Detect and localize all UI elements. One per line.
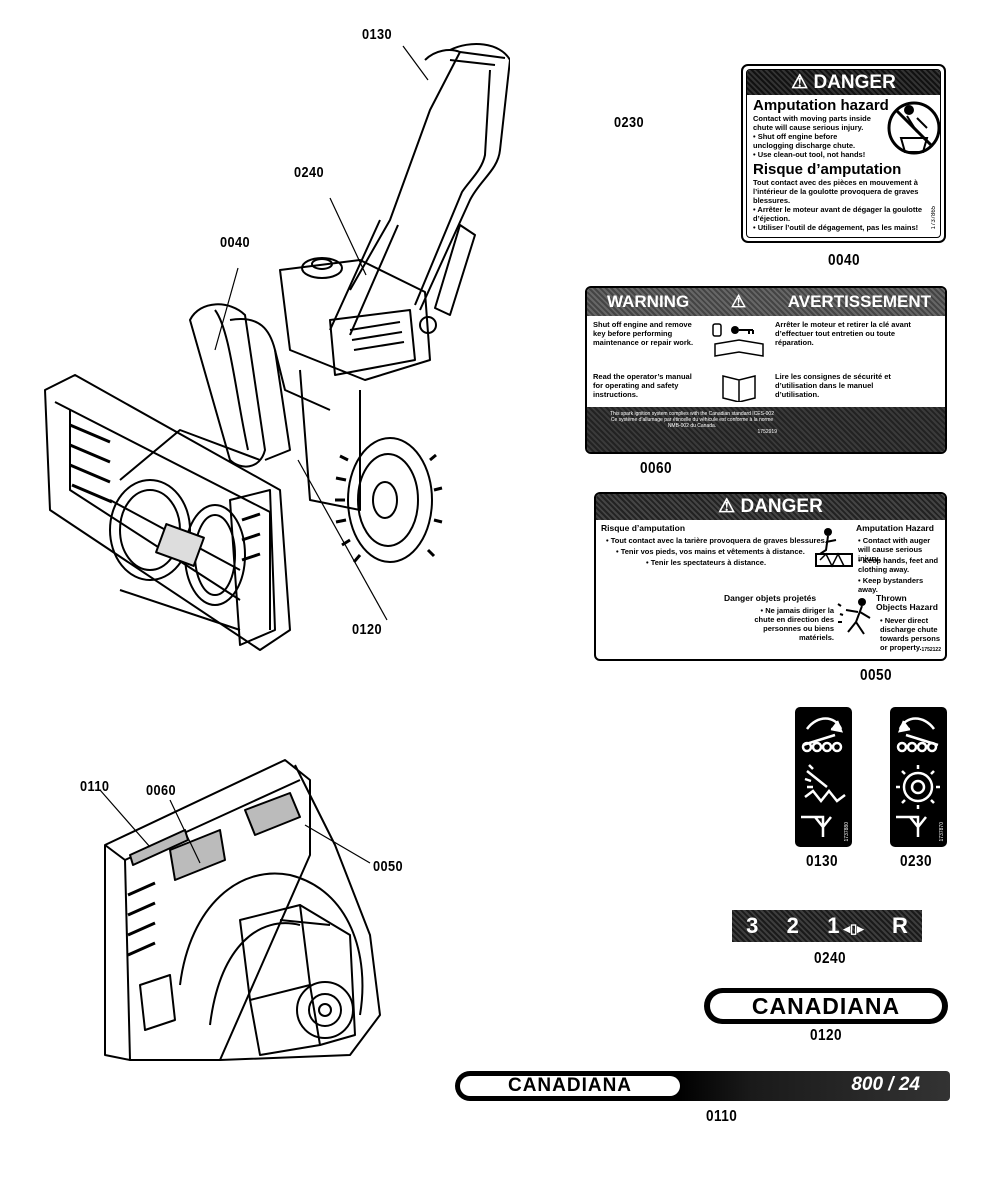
decal-0230: 1737870: [890, 707, 947, 847]
canadiana-decal-0120: CANADIANA: [704, 988, 948, 1024]
book-icon: [722, 375, 756, 402]
gear-decal-0240: 3 2 1◂▯▸ R: [732, 910, 922, 942]
callout-0130: 0130: [362, 26, 393, 43]
drive-engage-icon: [896, 717, 940, 837]
row1-en: Shut off engine and remove key before pe…: [593, 320, 694, 347]
text-fr-2: • Arrêter le moteur avant de dégager la …: [753, 205, 923, 223]
text-fr-1: Tout contact avec des pièces en mouvemen…: [753, 178, 919, 205]
fr2-1: • Ne jamais diriger la chute en directio…: [754, 606, 834, 642]
no-hands-icon: [887, 101, 940, 155]
title-en: Amputation hazard: [753, 97, 889, 114]
model-number: 800 / 24: [851, 1074, 920, 1095]
row1-fr: Arrêter le moteur et retirer la clé avan…: [775, 320, 911, 347]
gear-2: 2: [786, 913, 799, 938]
en-2: • Keep hands, feet and clothing away.: [858, 556, 939, 574]
en-title: Amputation Hazard: [856, 523, 934, 533]
callout-0230: 0230: [614, 114, 645, 131]
auger-engage-icon: [801, 717, 846, 837]
caption-0040: 0040: [828, 252, 860, 269]
fr-3: • Tenir les spectateurs à distance.: [646, 558, 767, 567]
callout-0120: 0120: [352, 621, 383, 638]
label-code: 1752122: [921, 647, 941, 653]
gear-r: R: [891, 913, 908, 938]
warning-triangle-icon: ⚠: [730, 292, 747, 311]
fr-1: • Tout contact avec la tarière provoquer…: [606, 536, 827, 545]
danger-label-0040: ⚠ DANGER Amputation hazard Contact with …: [741, 64, 946, 243]
compliance-en: This spark ignition system complies with…: [610, 411, 774, 417]
caption-0050: 0050: [860, 667, 892, 684]
danger-label-0050: ⚠ DANGER Risque d’amputation • Tout cont…: [594, 492, 947, 661]
row2-en: Read the operator’s manual for operating…: [593, 372, 692, 399]
text-en-1: Contact with moving parts inside chute w…: [753, 114, 871, 132]
callout-0050: 0050: [373, 858, 404, 875]
text-fr-3: • Utiliser l’outil de dégagement, pas le…: [753, 223, 919, 232]
neutral-arrows-icon: ◂▯▸: [843, 921, 864, 936]
fr-2: • Tenir vos pieds, vos mains et vêtement…: [616, 547, 805, 556]
text-en-2: • Shut off engine before unclogging disc…: [753, 132, 856, 150]
gear-3: 3: [746, 913, 759, 938]
decal-0130: 1737880: [795, 707, 852, 847]
callout-0110: 0110: [80, 778, 110, 795]
warning-label-0060: WARNING ⚠ AVERTISSEMENT Shut off engine …: [585, 286, 947, 454]
en-3: • Keep bystanders away.: [858, 576, 924, 594]
thrown-objects-icon: [837, 598, 871, 635]
decal-code: 1737880: [844, 821, 850, 841]
compliance-fr: Ce système d’allumage par étincelle du v…: [610, 417, 774, 429]
caption-0110: 0110: [706, 1108, 738, 1125]
key-manual-icon: [712, 323, 764, 357]
en2-title: Thrown Objects Hazard: [876, 593, 938, 612]
label-code: 1737865: [931, 205, 937, 229]
fr-title: Risque d’amputation: [601, 523, 686, 533]
callout-0240: 0240: [294, 164, 325, 181]
en-1: • Contact with auger will cause serious …: [858, 536, 931, 563]
text-en-3: • Use clean-out tool, not hands!: [753, 150, 866, 159]
warning-header: WARNING ⚠ AVERTISSEMENT: [587, 288, 945, 316]
caption-0240: 0240: [814, 950, 846, 967]
snowblower-illustration: [44, 43, 510, 651]
title-fr: Risque d’amputation: [753, 161, 902, 178]
canadiana-strip-0110: CANADIANA 800 / 24: [455, 1071, 950, 1101]
auger-hazard-icon: [815, 528, 853, 568]
danger-header: ⚠ DANGER: [596, 494, 945, 520]
callout-0060: 0060: [146, 782, 177, 799]
label-code: 1752919: [757, 429, 777, 435]
caption-0230: 0230: [900, 853, 932, 870]
fr2-title: Danger objets projetés: [724, 593, 817, 603]
caption-0060: 0060: [640, 460, 672, 477]
compliance-band: This spark ignition system complies with…: [587, 407, 945, 452]
row2-fr: Lire les consignes de sécurité et d’util…: [775, 372, 891, 399]
canadiana-logo: CANADIANA: [710, 993, 942, 1019]
en2-1: • Never direct discharge chute towards p…: [880, 616, 941, 652]
callout-0040: 0040: [220, 234, 251, 251]
housing-illustration: [100, 759, 381, 1061]
strip-logo: CANADIANA: [460, 1075, 680, 1096]
caption-0130: 0130: [806, 853, 838, 870]
decal-code: 1737870: [939, 821, 945, 841]
gear-1-group: 1◂▯▸: [827, 913, 864, 938]
danger-header: ⚠ DANGER: [747, 70, 940, 95]
caption-0120: 0120: [810, 1027, 842, 1044]
